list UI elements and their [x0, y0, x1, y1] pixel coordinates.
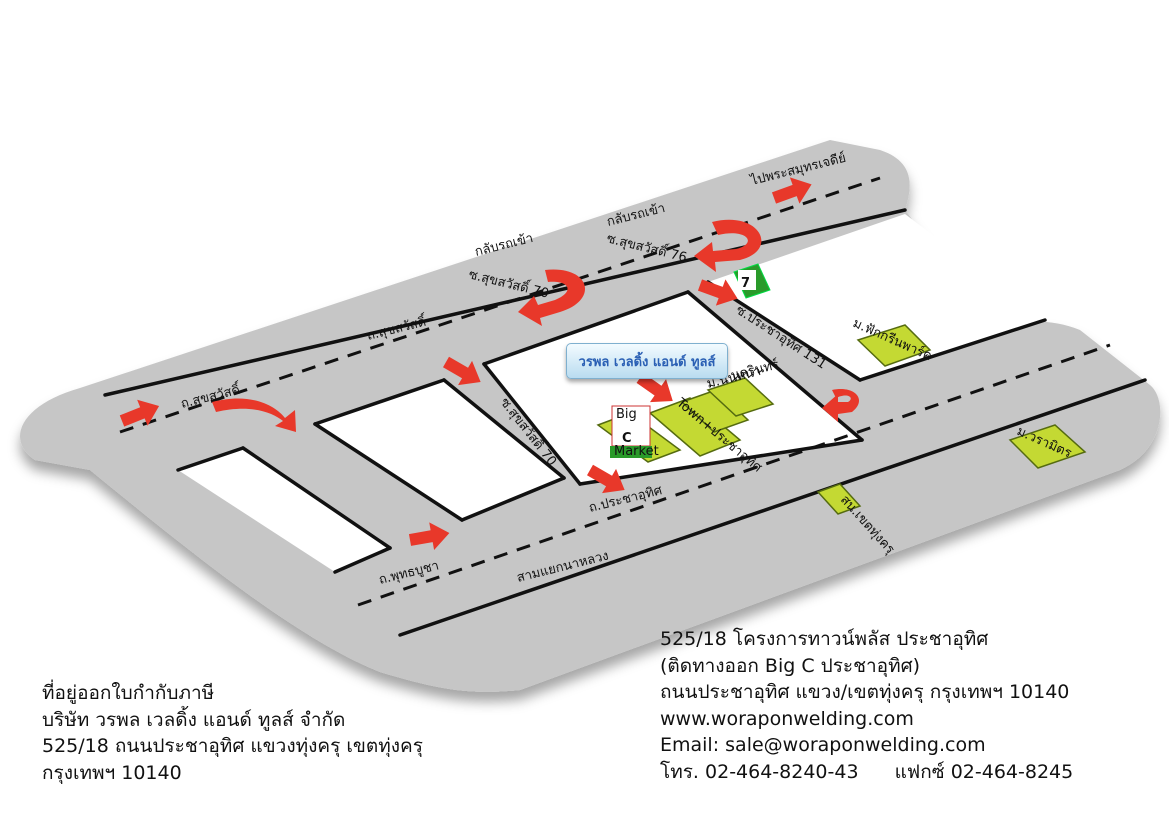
building-varamit [1008, 424, 1087, 469]
lane-dashes [119, 176, 1111, 607]
contact-phone: โทร. 02-464-8240-43 [660, 760, 859, 783]
building-fac-green-park [856, 324, 932, 367]
route-arrows [116, 171, 860, 554]
building-town-plus [648, 397, 742, 457]
block-southwest [178, 448, 390, 572]
big-c-bottom-label: Market [614, 444, 659, 459]
company-label-box: วรพล เวลดิ้ง แอนด์ ทูลส์ [566, 343, 728, 379]
arrow-soi-131 [822, 389, 860, 422]
building-nakarin [706, 377, 775, 417]
seven-eleven-icon: 7 [733, 263, 771, 299]
contact-note: (ติดทางออก Big C ประชาอุทิศ) [660, 654, 921, 677]
building-thung-khru [816, 483, 862, 515]
seven-eleven-label: 7 [741, 276, 750, 291]
big-c-top-label: Big [616, 407, 637, 422]
contact-email[interactable]: Email: sale@woraponwelding.com [660, 734, 986, 756]
tax-address-block: ที่อยู่ออกใบกำกับภาษี บริษัท วรพล เวลดิ้… [42, 680, 423, 786]
contact-block: 525/18 โครงการทาวน์พลัส ประชาอุทิศ (ติดท… [660, 626, 1073, 785]
contact-project: 525/18 โครงการทาวน์พลัส ประชาอุทิศ [660, 628, 989, 650]
arrow-u-turn-70 [518, 269, 586, 326]
buildings [596, 324, 1087, 515]
big-c-logo: Big C Market [610, 405, 659, 459]
tax-city: กรุงเทพฯ 10140 [42, 761, 182, 784]
arrow-u-turn-76 [694, 219, 762, 272]
block-east [708, 214, 1045, 380]
contact-website[interactable]: www.woraponwelding.com [660, 707, 914, 730]
contact-phone-fax-row: โทร. 02-464-8240-43 แฟกซ์ 02-464-8245 [660, 759, 1073, 786]
building-nanthana [680, 389, 750, 433]
big-c-letter: C [622, 431, 632, 446]
block-shopping [484, 292, 862, 484]
company-label: วรพล เวลดิ้ง แอนด์ ทูลส์ [578, 354, 716, 370]
city-blocks [178, 214, 1045, 572]
block-west [315, 380, 564, 520]
tax-company-name: บริษัท วรพล เวลดิ้ง แอนด์ ทูลส์ จำกัด [42, 708, 346, 731]
arrow-curve-left [212, 398, 296, 432]
contact-street: ถนนประชาอุทิศ แขวง/เขตทุ่งครุ กรุงเทพฯ 1… [660, 681, 1070, 703]
tax-street-address: 525/18 ถนนประชาอุทิศ แขวงทุ่งครุ เขตทุ่ง… [42, 735, 423, 757]
contact-fax: แฟกซ์ 02-464-8245 [894, 760, 1074, 783]
tax-address-heading: ที่อยู่ออกใบกำกับภาษี [42, 682, 215, 704]
